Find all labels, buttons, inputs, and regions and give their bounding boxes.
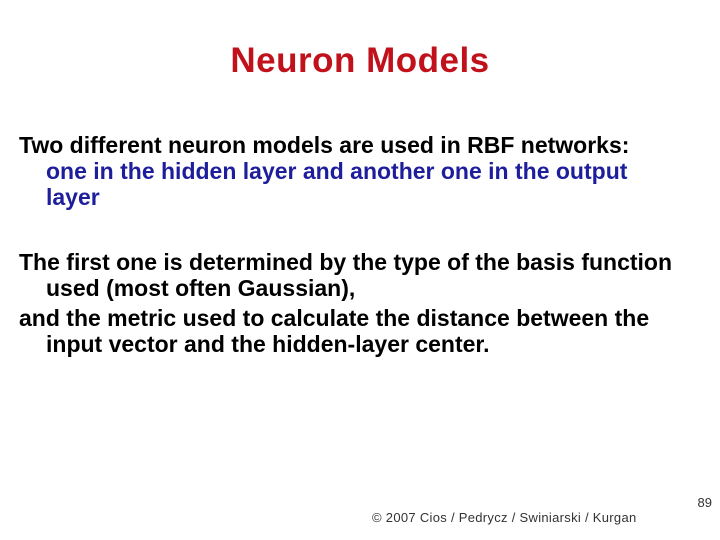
page-number: 89 bbox=[697, 495, 712, 510]
body-text-line: used (most often Gaussian), bbox=[46, 275, 356, 301]
paragraph-basis-function: The first one is determined by the type … bbox=[19, 249, 709, 301]
body-text-line: Two different neuron models are used in … bbox=[19, 132, 630, 158]
body-text-line: one in the hidden layer and another one … bbox=[46, 158, 628, 184]
body-text-line: layer bbox=[46, 184, 100, 210]
slide-title: Neuron Models bbox=[230, 41, 490, 80]
paragraph-neuron-models: Two different neuron models are used in … bbox=[19, 132, 709, 210]
copyright-text: © 2007 Cios / Pedrycz / Swiniarski / Kur… bbox=[372, 510, 637, 525]
body-text-line: input vector and the hidden-layer center… bbox=[46, 331, 490, 357]
body-text-line: and the metric used to calculate the dis… bbox=[19, 305, 650, 331]
paragraph-metric: and the metric used to calculate the dis… bbox=[19, 305, 709, 357]
slide-body: Two different neuron models are used in … bbox=[19, 132, 709, 357]
body-text-line: The first one is determined by the type … bbox=[19, 249, 673, 275]
